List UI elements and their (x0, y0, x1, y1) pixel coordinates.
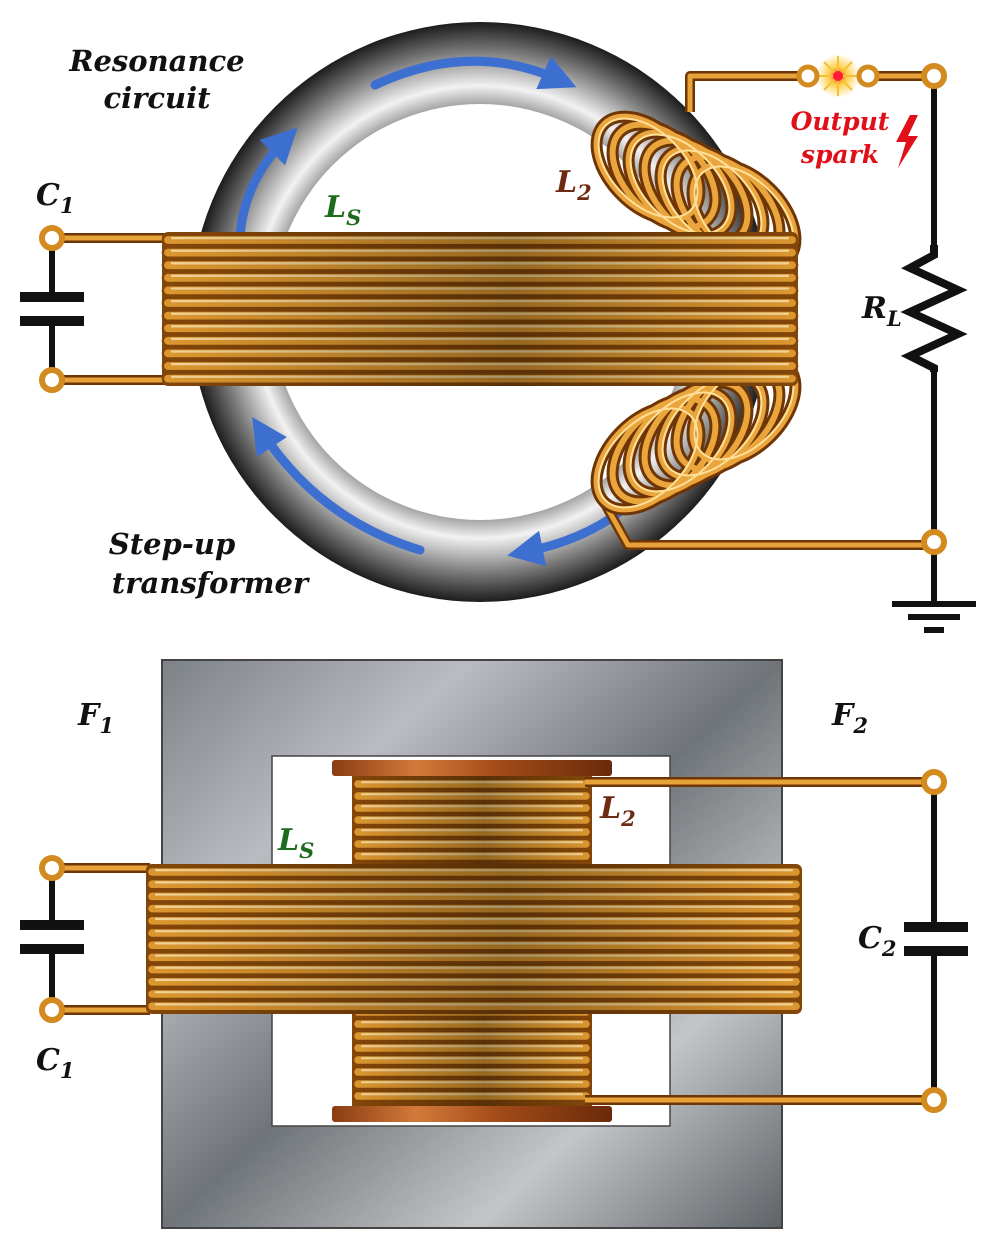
f2-label: F2 (831, 698, 868, 738)
c2-label: C2 (858, 921, 897, 961)
output-spark-label-1: Output (791, 107, 890, 136)
c2-terminals (921, 769, 947, 1113)
spark-icon (816, 54, 860, 98)
ground-icon (892, 601, 976, 633)
step-up-transformer-label-2: transformer (112, 566, 311, 600)
ls-label-top: LS (324, 190, 361, 230)
primary-leads-top (52, 233, 170, 385)
resonance-circuit-label-2: circuit (103, 81, 211, 115)
c1-terminals-top (39, 225, 65, 393)
l2-label-bottom: L2 (599, 791, 636, 831)
flux-arrow-top (370, 56, 577, 90)
c1-label-top: C1 (36, 178, 75, 218)
flux-arrow-left-down (252, 416, 425, 555)
resonance-circuit-label-1: Resonance (68, 44, 244, 78)
resistor-icon (900, 245, 968, 372)
spark-gap-terminals (796, 64, 880, 88)
primary-leads-bottom (52, 863, 150, 1015)
l2-label-top: L2 (555, 165, 592, 205)
c1-label-bottom: C1 (36, 1043, 75, 1083)
terminal-icon (921, 63, 947, 555)
bobbin-flanges (332, 760, 612, 1122)
secondary-leads-bottom (585, 777, 934, 1105)
capacitor-icon (20, 868, 84, 1010)
c1-terminals-bottom (39, 855, 65, 1023)
capacitor-icon (904, 782, 968, 1100)
output-spark-label-2: spark (800, 140, 879, 169)
rl-label: RL (861, 291, 902, 331)
step-up-transformer-label-1: Step-up (109, 527, 235, 561)
f1-label: F1 (77, 698, 114, 738)
bottom-diagram: F1 F2 LS L2 C1 C2 (20, 659, 968, 1229)
lightning-icon (896, 115, 918, 168)
flux-arrow-left-up (235, 127, 298, 240)
top-diagram: Resonance circuit Step-up transformer Ou… (20, 22, 976, 633)
capacitor-icon (20, 238, 84, 380)
primary-coil-top (161, 232, 799, 386)
ls-label-bottom: LS (277, 823, 314, 863)
primary-coil-bottom (145, 864, 803, 1014)
